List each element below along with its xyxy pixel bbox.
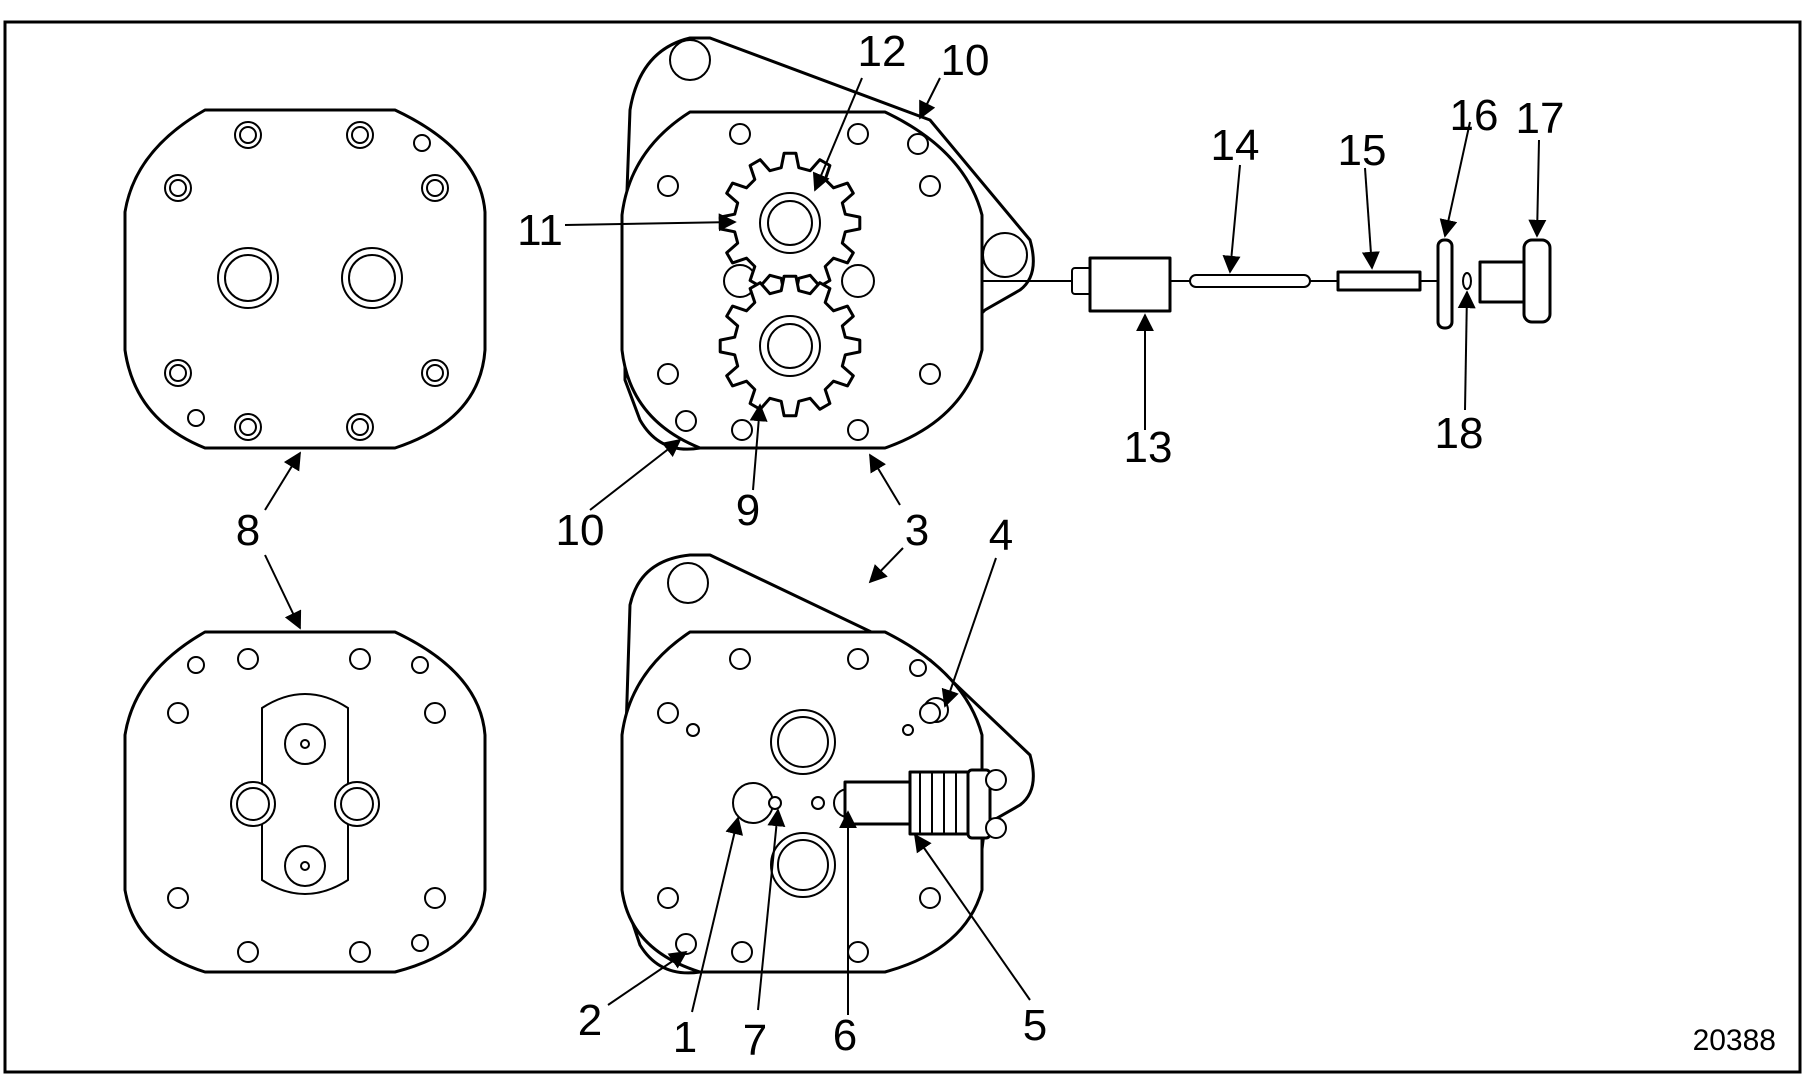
callout-6: 6 xyxy=(833,1011,857,1060)
callout-13: 13 xyxy=(1124,423,1173,472)
cover-plate-top xyxy=(123,108,487,450)
relief-valve-assembled xyxy=(833,768,1007,840)
callout-18: 18 xyxy=(1435,409,1484,458)
callout-16: 16 xyxy=(1450,91,1499,140)
callout-15: 15 xyxy=(1338,126,1387,175)
callout-11: 11 xyxy=(517,206,563,255)
bolt-holes-bottom-cover xyxy=(167,648,446,963)
callout-9: 9 xyxy=(736,486,760,535)
cover-plate-bottom xyxy=(123,630,487,974)
bolt-holes-body-top xyxy=(657,123,941,441)
callout-3-top: 3 xyxy=(905,506,929,555)
callout-8: 8 xyxy=(236,506,260,555)
bolt-holes-top-cover xyxy=(164,121,449,441)
callout-10-top: 10 xyxy=(941,36,990,85)
callout-10-bottom: 10 xyxy=(556,506,605,555)
callout-4: 4 xyxy=(989,511,1013,560)
callout-12: 12 xyxy=(858,27,907,76)
leader-arrows xyxy=(264,77,1547,1015)
bolt-holes-body-bottom xyxy=(657,648,941,963)
callout-7: 7 xyxy=(743,1016,767,1065)
callout-labels: 8 10 9 3 12 10 11 13 14 15 16 17 18 4 2 … xyxy=(236,27,1776,1065)
figure-number: 20388 xyxy=(1693,1024,1776,1057)
callout-5: 5 xyxy=(1023,1001,1047,1050)
relief-valve-parts xyxy=(982,238,1552,330)
pump-body-top xyxy=(620,36,1035,451)
callout-17: 17 xyxy=(1516,94,1565,143)
callout-14: 14 xyxy=(1211,121,1260,170)
spring xyxy=(1189,274,1311,288)
callout-1: 1 xyxy=(673,1013,697,1062)
callout-2: 2 xyxy=(578,996,602,1045)
